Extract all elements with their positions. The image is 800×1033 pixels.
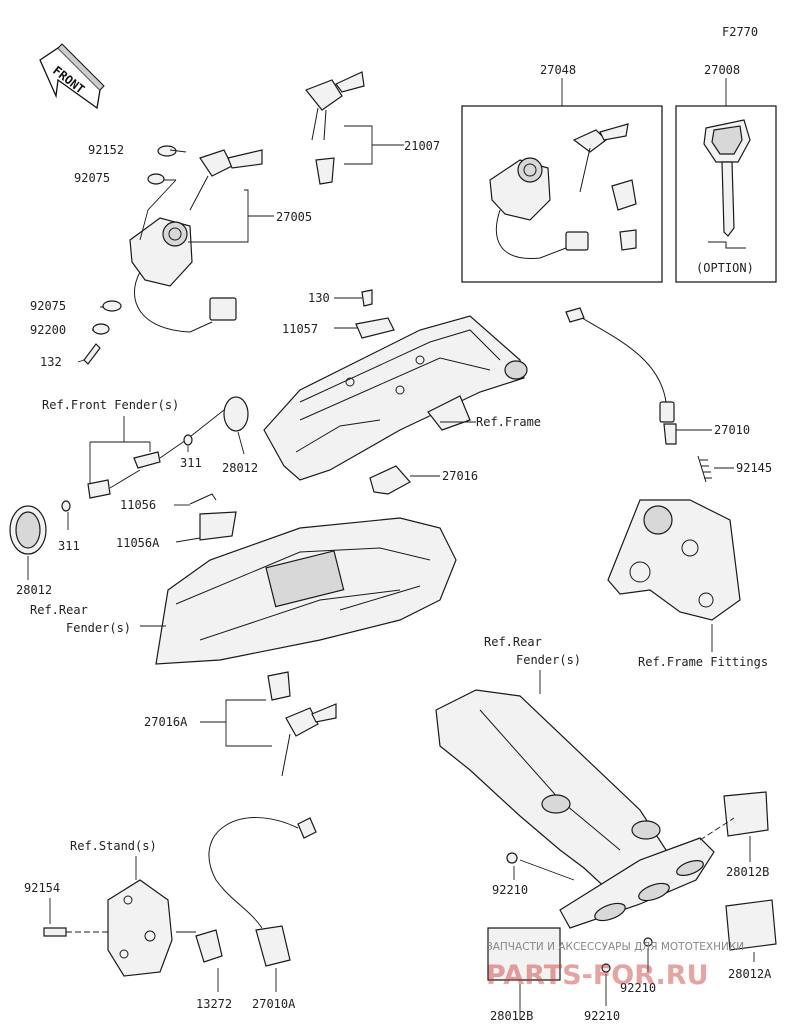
label-28012-lower: 28012 — [16, 583, 52, 597]
label-13272: 13272 — [196, 997, 232, 1011]
key-set-21007 — [305, 71, 365, 185]
plate-28012A — [725, 899, 777, 951]
label-28012B-lower: 28012B — [490, 1009, 533, 1023]
label-92152: 92152 — [88, 143, 124, 157]
label-92200: 92200 — [30, 323, 66, 337]
figure-code: F2770 — [722, 25, 758, 39]
label-27048: 27048 — [540, 63, 576, 77]
kit-box-27048: 27048 — [461, 63, 663, 283]
ref-stand: Ref.Stand(s) — [70, 839, 157, 853]
stand-bracket — [107, 879, 173, 977]
frame-ref — [263, 315, 528, 481]
front-arrow-icon: FRONT — [39, 43, 105, 110]
label-130: 130 — [308, 291, 330, 305]
reflector-28012-upper — [223, 396, 249, 432]
plate-28012B-lower — [487, 927, 561, 981]
ref-front-fender: Ref.Front Fender(s) — [42, 398, 179, 412]
label-92210-left: 92210 — [492, 883, 528, 897]
label-92210-bottom: 92210 — [584, 1009, 620, 1023]
label-311-upper: 311 — [180, 456, 202, 470]
cable-27010A — [195, 817, 317, 967]
label-92210-middle: 92210 — [620, 981, 656, 995]
label-132: 132 — [40, 355, 62, 369]
label-27010: 27010 — [714, 423, 750, 437]
label-92154: 92154 — [24, 881, 60, 895]
label-92075-upper: 92075 — [74, 171, 110, 185]
rear-fender-ref-right — [435, 689, 715, 929]
ref-frame-fittings: Ref.Frame Fittings — [638, 655, 768, 669]
ref-rear-fender-left-2: Fender(s) — [66, 621, 131, 635]
frame-fittings-ref — [607, 499, 741, 621]
label-27005: 27005 — [276, 210, 312, 224]
label-92145: 92145 — [736, 461, 772, 475]
kit-box-27008: 27008 (OPTION) — [675, 63, 777, 283]
cable-27010 — [565, 307, 712, 483]
label-27008: 27008 — [704, 63, 740, 77]
label-27010A: 27010A — [252, 997, 296, 1011]
label-28012-upper: 28012 — [222, 461, 258, 475]
label-92075-lower: 92075 — [30, 299, 66, 313]
ignition-lock-27005 — [83, 145, 263, 365]
label-11056A: 11056A — [116, 536, 160, 550]
option-label: (OPTION) — [696, 261, 754, 275]
label-27016A: 27016A — [144, 715, 188, 729]
ref-rear-fender-right-1: Ref.Rear — [484, 635, 542, 649]
label-27016: 27016 — [442, 469, 478, 483]
watermark-line1: ЗАПЧАСТИ И АКСЕССУАРЫ ДЛЯ МОТОТЕХНИКИ — [486, 941, 744, 953]
ref-rear-fender-right-2: Fender(s) — [516, 653, 581, 667]
label-28012A: 28012A — [728, 967, 772, 981]
ref-rear-fender-left-1: Ref.Rear — [30, 603, 88, 617]
label-21007: 21007 — [404, 139, 440, 153]
ref-frame: Ref.Frame — [476, 415, 541, 429]
label-28012B-upper: 28012B — [726, 865, 769, 879]
plate-28012B-upper — [723, 791, 769, 837]
rear-fender-ref-left — [155, 517, 457, 665]
label-11057: 11057 — [282, 322, 318, 336]
label-11056: 11056 — [120, 498, 156, 512]
watermark-line2: PARTS-FOR.RU — [486, 960, 709, 991]
label-311-lower: 311 — [58, 539, 80, 553]
